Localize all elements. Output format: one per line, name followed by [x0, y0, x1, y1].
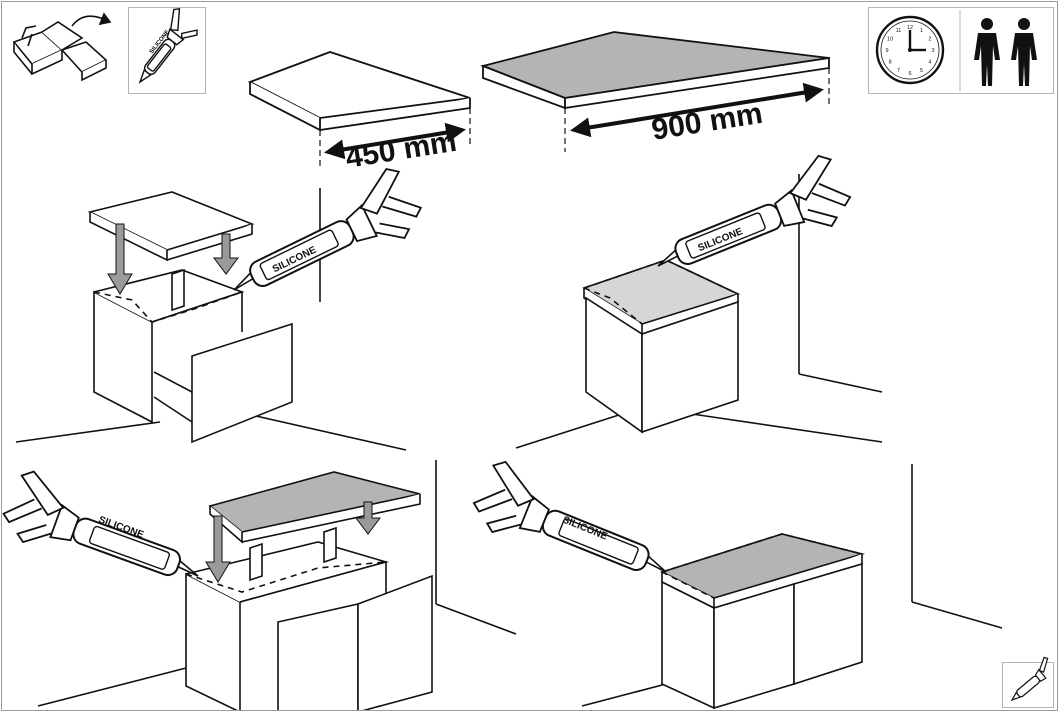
silicone-gun-panel1: SILICONE: [214, 161, 431, 317]
lowering-arrows-large: [205, 501, 381, 583]
clock-numeral: 6: [908, 71, 911, 77]
panel-double-cabinet-sealed: [581, 464, 1003, 710]
panel-small-cabinet-install: [15, 188, 407, 451]
lowering-arrows-small: [107, 223, 239, 295]
clock-numeral: 8: [889, 60, 892, 66]
panel-small-cabinet-sealed: [515, 174, 883, 449]
clock-numeral: 11: [896, 28, 902, 34]
dimension-450: [319, 108, 471, 170]
clock-numeral: 3: [931, 48, 934, 54]
dimension-900: [564, 68, 830, 152]
corner-caulk-gun-icon: [1010, 656, 1049, 702]
clock-numeral: 4: [928, 60, 931, 66]
panel-double-cabinet-install: [37, 460, 517, 710]
clock-numeral: 10: [887, 37, 893, 43]
toolbox-icon: [12, 12, 112, 82]
countertop-450: [247, 51, 471, 132]
caulk-gun-icon: [138, 7, 198, 84]
silicone-bead-panel2: [583, 259, 739, 325]
clock-numeral: 2: [928, 37, 931, 43]
two-persons-icon: [974, 18, 1037, 86]
clock-numeral: 1: [920, 28, 923, 34]
clock-numeral: 9: [885, 48, 888, 54]
clock-numeral: 7: [897, 68, 900, 74]
silicone-bead-panel4: [661, 533, 863, 599]
clock-numeral: 5: [920, 68, 923, 74]
silicone-gun-panel3: [2, 465, 214, 604]
clock-numeral: 12: [907, 25, 913, 31]
silicone-bead-small: [93, 291, 243, 323]
